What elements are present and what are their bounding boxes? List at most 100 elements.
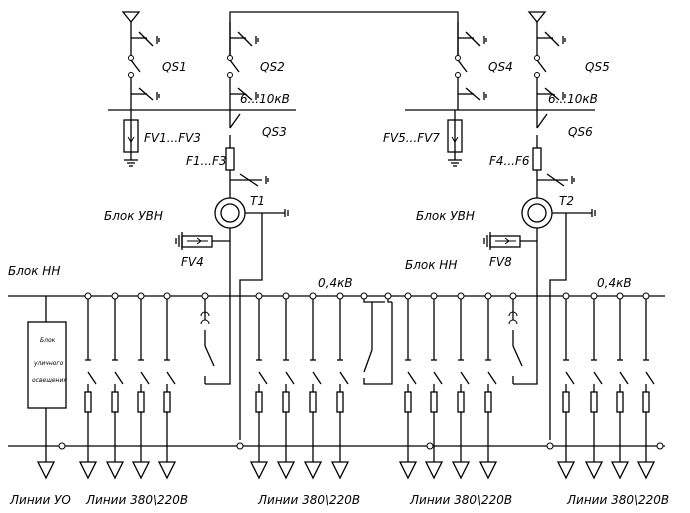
lv-feeder bbox=[249, 296, 269, 480]
fuse bbox=[111, 391, 119, 413]
label-fv-left: FV1...FV3 bbox=[144, 131, 201, 145]
outgoing-line-arrow bbox=[157, 461, 177, 480]
lv-feeder bbox=[131, 296, 151, 480]
label-block-hv-left: Блок УВН bbox=[104, 209, 163, 223]
label-block-lv-right: Блок НН bbox=[405, 258, 457, 272]
label-street-block-2: уличного bbox=[33, 360, 64, 367]
contact bbox=[534, 72, 540, 78]
label-fuse-right: F4...F6 bbox=[489, 154, 530, 168]
fuse-f4-f6 bbox=[532, 147, 542, 171]
label-lines-1: Линии 380\220В bbox=[85, 493, 188, 507]
lv-feeder bbox=[105, 296, 125, 480]
earth-blade bbox=[237, 31, 253, 47]
outgoing-line-arrow bbox=[398, 461, 418, 480]
bus-node bbox=[590, 292, 598, 300]
outgoing-line-arrow bbox=[636, 461, 656, 480]
breaker-blade bbox=[645, 371, 655, 385]
label-street-block-1: Блок bbox=[40, 337, 56, 344]
contact bbox=[227, 55, 233, 61]
bus-node bbox=[84, 292, 92, 300]
lv-feeder bbox=[157, 296, 177, 480]
fuse bbox=[255, 391, 263, 413]
label-voltage-lv-left: 0,4кВ bbox=[318, 276, 353, 290]
breaker-blade bbox=[433, 371, 443, 385]
disconnector-qs1 bbox=[121, 11, 160, 110]
outgoing-line-arrow bbox=[556, 461, 576, 480]
label-qs4: QS4 bbox=[488, 60, 513, 74]
street-lighting-arrow bbox=[36, 461, 56, 480]
lv-feeder bbox=[276, 296, 296, 480]
label-block-lv-left: Блок НН bbox=[8, 264, 60, 278]
label-lines-uo: Линии УО bbox=[9, 493, 71, 507]
arrester-fv5-fv7 bbox=[447, 119, 463, 167]
bus-node bbox=[384, 292, 392, 300]
hv-disconnectors bbox=[121, 11, 566, 110]
bottom-bus-node bbox=[656, 442, 664, 450]
fuse bbox=[163, 391, 171, 413]
bus-node bbox=[642, 292, 650, 300]
earth-blade bbox=[465, 31, 481, 47]
transformer-t1 bbox=[214, 197, 246, 229]
earth-blade bbox=[465, 87, 481, 101]
contact bbox=[227, 72, 233, 78]
main-breaker-left bbox=[200, 272, 231, 385]
disconnector-qs5 bbox=[527, 11, 566, 110]
label-lines-2: Линии 380\220В bbox=[257, 493, 360, 507]
lv-feeder bbox=[610, 296, 630, 480]
fuse bbox=[562, 391, 570, 413]
breaker-blade bbox=[258, 371, 268, 385]
fuse bbox=[309, 391, 317, 413]
label-qs5: QS5 bbox=[585, 60, 610, 74]
lv-feeder bbox=[451, 296, 471, 480]
disconnector-qs2 bbox=[227, 22, 259, 110]
bus-node bbox=[137, 292, 145, 300]
outgoing-line-arrow bbox=[451, 461, 471, 480]
outgoing-line-arrow bbox=[478, 461, 498, 480]
earth-blade bbox=[138, 87, 154, 101]
fuse-f1-f3 bbox=[225, 147, 235, 171]
bus-node bbox=[255, 292, 263, 300]
breaker-blade bbox=[114, 371, 124, 385]
bottom-bus-node bbox=[58, 442, 66, 450]
disconnector-qs4 bbox=[455, 22, 487, 110]
outgoing-line-arrow bbox=[303, 461, 323, 480]
label-fuse-left: F1...F3 bbox=[186, 154, 227, 168]
fuse bbox=[404, 391, 412, 413]
fuse bbox=[84, 391, 92, 413]
bottom-bus-node bbox=[426, 442, 434, 450]
bus-node bbox=[457, 292, 465, 300]
fuse bbox=[282, 391, 290, 413]
label-lines-4: Линии 380\220В bbox=[566, 493, 669, 507]
blade bbox=[229, 59, 240, 73]
fuse bbox=[336, 391, 344, 413]
bus-node bbox=[616, 292, 624, 300]
outgoing-line-arrow bbox=[276, 461, 296, 480]
bus-node bbox=[201, 292, 209, 300]
feed-triangle bbox=[527, 11, 547, 24]
breaker-blade bbox=[565, 371, 575, 385]
fuse bbox=[430, 391, 438, 413]
lv-feeder bbox=[424, 296, 444, 480]
label-fv-right: FV5...FV7 bbox=[383, 131, 440, 145]
bus-node bbox=[282, 292, 290, 300]
label-qs3: QS3 bbox=[262, 125, 287, 139]
fuse bbox=[484, 391, 492, 413]
earth-blade bbox=[138, 31, 154, 47]
label-fv4: FV4 bbox=[181, 255, 204, 269]
lv-feeder bbox=[330, 296, 350, 480]
lv-feeder bbox=[478, 296, 498, 480]
outgoing-line-arrow bbox=[610, 461, 630, 480]
street-lighting-block bbox=[27, 296, 67, 462]
label-voltage-lv-right: 0,4кВ bbox=[597, 276, 632, 290]
label-voltage-hv-left: 6...10кВ bbox=[240, 92, 290, 106]
bus-node bbox=[336, 292, 344, 300]
outgoing-line-arrow bbox=[584, 461, 604, 480]
bus-node bbox=[404, 292, 412, 300]
contact bbox=[534, 55, 540, 61]
bus-node bbox=[360, 292, 368, 300]
bus-node bbox=[562, 292, 570, 300]
fuse bbox=[137, 391, 145, 413]
transformer-feeder-right bbox=[483, 110, 596, 440]
outgoing-line-arrow bbox=[131, 461, 151, 480]
main-breaker-right bbox=[508, 272, 538, 385]
